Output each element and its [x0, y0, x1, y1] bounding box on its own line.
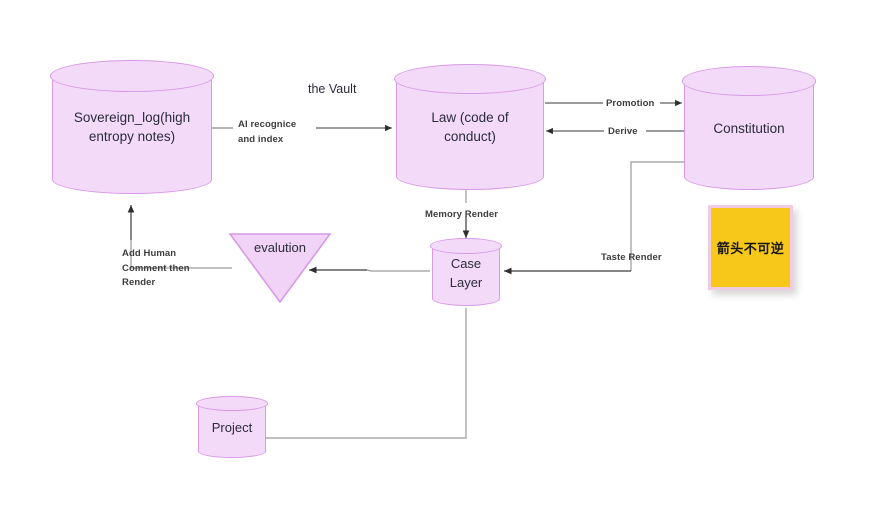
node-case-layer[interactable]: Case Layer: [430, 238, 502, 306]
edge-label-derive: Derive: [608, 126, 638, 137]
cylinder-lid: [682, 66, 816, 96]
sticky-note-text: 箭头不可逆: [716, 242, 785, 257]
label-the-vault: the Vault: [308, 82, 357, 96]
node-label: evalution: [253, 240, 307, 255]
cylinder-lid: [50, 60, 214, 93]
edge-label-memory-render: Memory Render: [425, 209, 499, 220]
node-sovereign-log[interactable]: Sovereign_log(high entropy notes): [50, 60, 214, 194]
node-label: Law (code of conduct): [431, 110, 509, 144]
cylinder-lid: [430, 238, 502, 255]
node-label: Constitution: [713, 120, 785, 136]
node-label: Project: [211, 420, 253, 436]
triangle-shape: [228, 233, 332, 304]
node-evalution[interactable]: evalution: [228, 232, 332, 304]
edge-label-taste-render: Taste Render: [601, 252, 662, 263]
node-project[interactable]: Project: [196, 396, 268, 458]
edge-label-ai-recognize: AI recognice and index: [238, 119, 297, 145]
cylinder-lid: [394, 64, 546, 95]
edge-label-add-human-comment: Add Human Comment then Render: [122, 248, 190, 289]
sticky-note[interactable]: 箭头不可逆: [708, 205, 793, 290]
cylinder-lid: [196, 396, 268, 411]
edge-project-to-case: [266, 308, 467, 439]
node-constitution[interactable]: Constitution: [682, 66, 816, 190]
node-label: Sovereign_log(high entropy notes): [73, 110, 191, 144]
edge-label-promotion: Promotion: [606, 98, 655, 109]
node-label: Case Layer: [449, 255, 483, 291]
node-law[interactable]: Law (code of conduct): [394, 64, 546, 190]
